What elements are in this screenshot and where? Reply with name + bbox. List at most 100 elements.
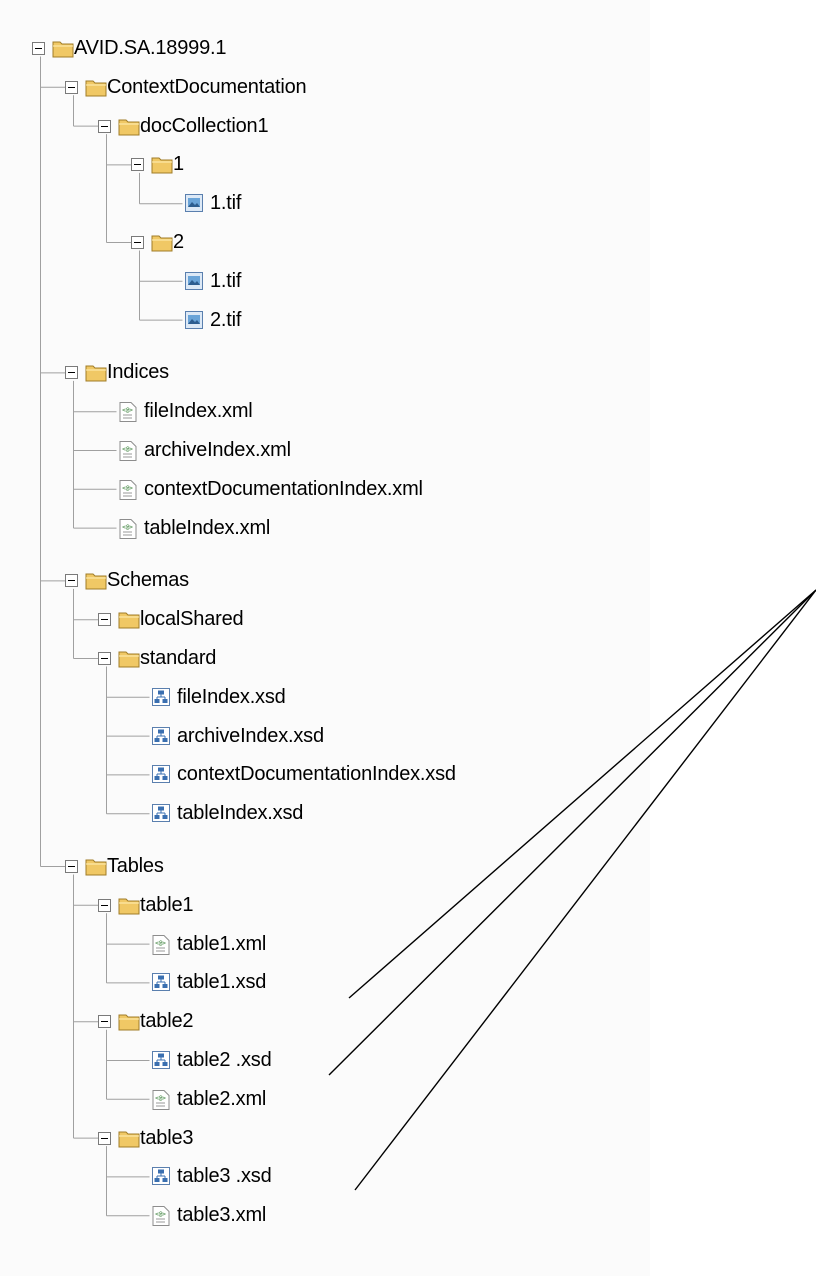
tree-folder-node[interactable]: Tables [0,851,650,881]
tree-node-label: table3.xml [177,1204,267,1227]
tree-file-node[interactable]: table1.xsd [0,967,650,997]
tree-folder-node[interactable]: Schemas [0,565,650,595]
folder-icon [151,154,173,185]
tree-node-label: contextDocumentationIndex.xml [144,477,423,500]
image-file-icon [184,271,204,302]
tree-node-label: table2 [140,1010,194,1033]
collapse-toggle-icon[interactable] [131,236,144,249]
tree-file-node[interactable]: <@> fileIndex.xml [0,396,650,426]
tree-file-node[interactable]: tableIndex.xsd [0,798,650,828]
folder-icon [118,1011,140,1042]
tree-file-node[interactable]: fileIndex.xsd [0,682,650,712]
folder-icon [118,895,140,926]
tree-file-node[interactable]: contextDocumentationIndex.xsd [0,759,650,789]
folder-icon [52,38,74,69]
tree-lines [40,56,183,1217]
tree-node-label: table1 [140,893,194,916]
tree-node-label: fileIndex.xsd [177,685,286,708]
tree-node-label: table3 .xsd [177,1165,272,1188]
collapse-toggle-icon[interactable] [131,158,144,172]
xsd-schema-icon [151,1166,171,1197]
tree-node-label: Indices [107,361,169,384]
folder-icon [118,648,140,679]
tree-node-label: tableIndex.xml [144,516,271,539]
tree-file-node[interactable]: table2 .xsd [0,1045,650,1075]
tree-folder-node[interactable]: table1 [0,890,650,920]
xml-file-icon: <@> [151,1205,171,1238]
xsd-schema-icon [151,687,171,718]
xsd-schema-icon [151,764,171,795]
tree-node-label: 1.tif [210,269,242,292]
tree-node-label: fileIndex.xml [144,400,253,423]
tree-panel: AVID.SA.18999.1 ContextDocumentation doc… [0,33,650,1230]
tree-node-label: table1.xsd [177,971,267,994]
xml-file-icon: <@> [151,934,171,967]
tree-file-node[interactable]: <@> table1.xml [0,929,650,959]
tree-node-label: archiveIndex.xsd [177,724,324,747]
tree-node-label: contextDocumentationIndex.xsd [177,763,456,786]
svg-text:<@>: <@> [155,940,166,947]
xml-file-icon: <@> [118,440,138,473]
tree-file-node[interactable]: table3 .xsd [0,1161,650,1191]
tree-folder-node[interactable]: localShared [0,604,650,634]
tree-file-node[interactable]: <@> tableIndex.xml [0,513,650,543]
folder-icon [85,856,107,887]
folder-icon [85,77,107,108]
tree-file-node[interactable]: archiveIndex.xsd [0,721,650,751]
tree-node-label: docCollection1 [140,114,269,137]
tree-folder-node[interactable]: table2 [0,1006,650,1036]
tree-file-node[interactable]: <@> contextDocumentationIndex.xml [0,474,650,504]
tree-file-node[interactable]: <@> table2.xml [0,1084,650,1114]
tree-node-label: Schemas [107,569,189,592]
svg-text:<@>: <@> [155,1095,166,1102]
collapse-toggle-icon[interactable] [98,119,111,133]
collapse-toggle-icon[interactable] [65,366,78,380]
xml-file-icon: <@> [118,518,138,551]
tree-node-label: table2.xml [177,1087,267,1110]
folder-icon [118,116,140,147]
xsd-schema-icon [151,726,171,757]
xsd-schema-icon [151,972,171,1003]
tree-folder-node[interactable]: ContextDocumentation [0,72,650,102]
folder-icon [118,1128,140,1159]
tree-node-label: table3 [140,1126,194,1149]
tree-node-label: localShared [140,608,244,631]
tree-folder-node[interactable]: docCollection1 [0,111,650,141]
tree-file-node[interactable]: 2.tif [0,305,650,335]
tree-file-node[interactable]: 1.tif [0,266,650,296]
tree-node-label: tableIndex.xsd [177,802,304,825]
svg-text:<@>: <@> [155,1211,166,1218]
collapse-toggle-icon[interactable] [98,1015,111,1029]
folder-tree: AVID.SA.18999.1 ContextDocumentation doc… [0,33,650,1230]
tree-file-node[interactable]: 1.tif [0,188,650,218]
tree-node-label: standard [140,647,217,669]
collapse-toggle-icon[interactable] [98,898,111,912]
xml-file-icon: <@> [118,401,138,434]
collapse-toggle-icon[interactable] [65,860,78,873]
tree-node-label: table2 .xsd [177,1049,272,1071]
tree-file-node[interactable]: <@> table3.xml [0,1200,650,1230]
folder-icon [85,362,107,393]
tree-folder-node[interactable]: Indices [0,357,650,387]
svg-text:<@>: <@> [122,485,133,492]
svg-text:<@>: <@> [122,446,133,453]
image-file-icon [184,193,204,224]
folder-icon [85,570,107,601]
tree-node-label: AVID.SA.18999.1 [74,37,227,59]
tree-node-label: 1 [173,153,184,176]
tree-node-label: archiveIndex.xml [144,439,291,461]
tree-folder-node[interactable]: 1 [0,149,650,179]
tree-folder-node[interactable]: table3 [0,1123,650,1153]
tree-folder-node[interactable]: AVID.SA.18999.1 [0,33,650,63]
tree-file-node[interactable]: <@> archiveIndex.xml [0,435,650,465]
collapse-toggle-icon[interactable] [65,80,78,94]
collapse-toggle-icon[interactable] [98,613,111,627]
collapse-toggle-icon[interactable] [32,42,45,55]
collapse-toggle-icon[interactable] [98,1131,111,1145]
tree-node-label: table1.xml [177,932,267,955]
tree-node-label: 2 [173,231,184,253]
collapse-toggle-icon[interactable] [65,574,78,588]
tree-folder-node[interactable]: 2 [0,227,650,257]
collapse-toggle-icon[interactable] [98,652,111,665]
tree-folder-node[interactable]: standard [0,643,650,673]
